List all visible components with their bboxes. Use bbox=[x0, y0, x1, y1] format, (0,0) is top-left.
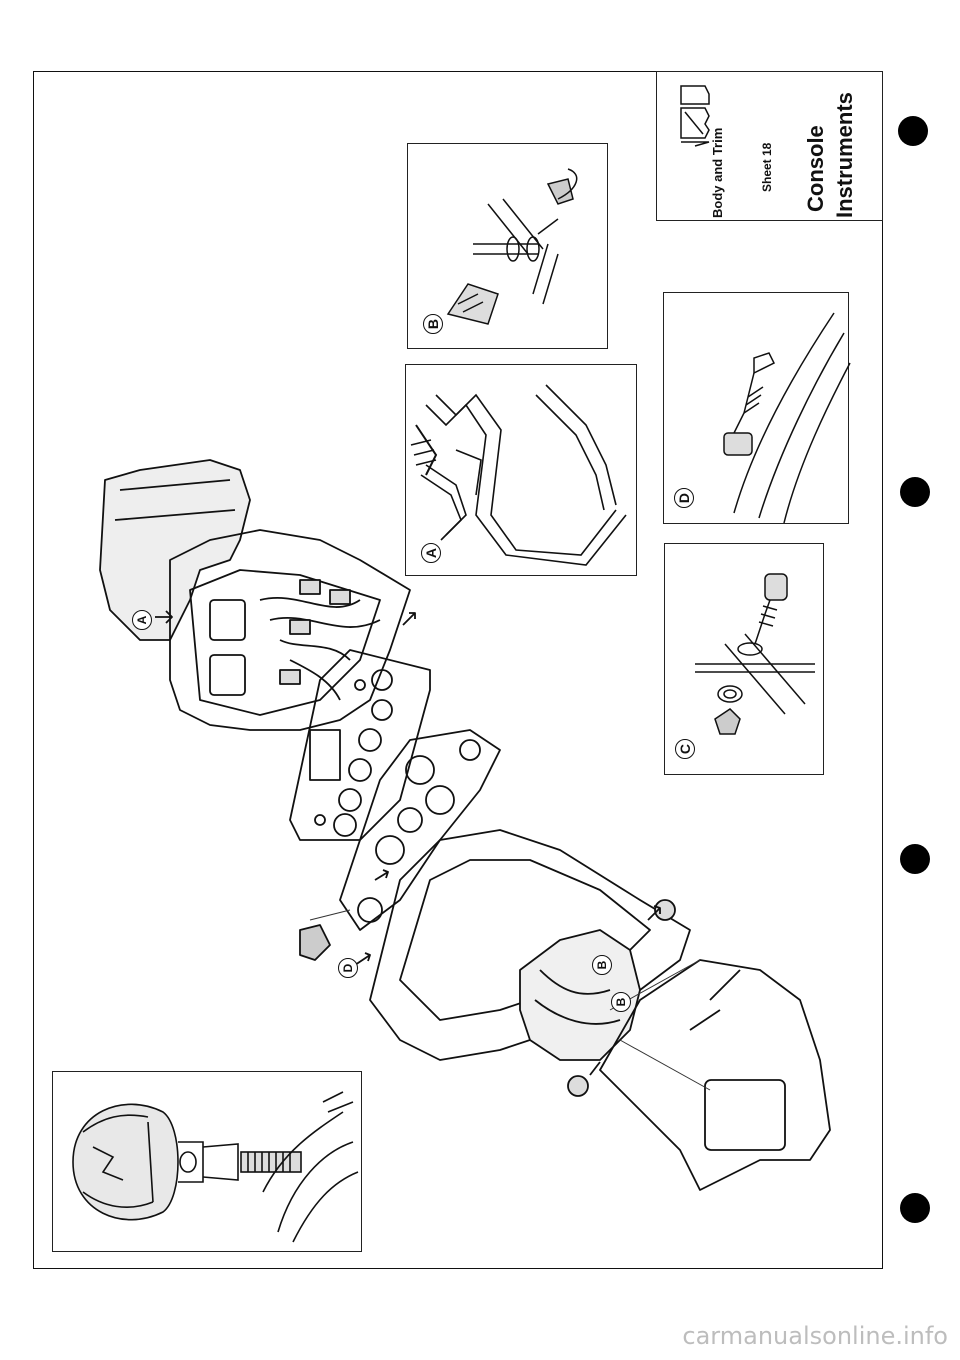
watermark: carmanualsonline.info bbox=[682, 1322, 948, 1350]
gear-knob-drawing bbox=[72, 1091, 359, 1243]
callout-b-main-1: B bbox=[592, 955, 612, 975]
detail-a-drawing bbox=[410, 384, 627, 566]
punch-hole-1 bbox=[898, 116, 928, 146]
punch-hole-2 bbox=[900, 477, 930, 507]
detail-d-drawing bbox=[723, 312, 851, 524]
punch-hole-4 bbox=[900, 1193, 930, 1223]
callout-a-main: A bbox=[132, 610, 152, 630]
detail-c-drawing bbox=[695, 573, 815, 735]
callout-d-main: D bbox=[338, 958, 358, 978]
sheet-frame bbox=[33, 71, 883, 1269]
callout-b-main-2: B bbox=[611, 992, 631, 1012]
detail-b-panel: B bbox=[407, 143, 608, 349]
detail-c-panel: C bbox=[664, 543, 824, 775]
db7-logo-icon bbox=[680, 85, 710, 147]
punch-hole-3 bbox=[900, 844, 930, 874]
detail-d-panel: D bbox=[663, 292, 851, 524]
detail-b-drawing bbox=[446, 168, 578, 325]
detail-a-panel: A bbox=[405, 364, 637, 576]
title-block: Body and Trim Sheet 18 Console Instrumen… bbox=[656, 71, 883, 221]
gear-knob-panel bbox=[52, 1071, 362, 1252]
